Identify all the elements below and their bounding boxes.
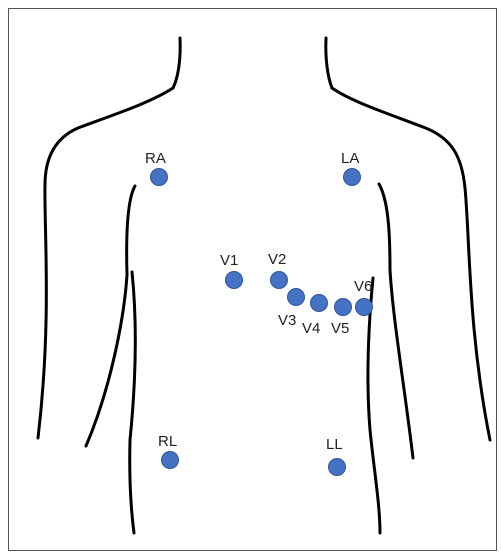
electrode-v4 [311,295,328,312]
electrode-v2 [271,272,288,289]
label-ra: RA [145,150,166,167]
label-v6: V6 [354,278,372,295]
label-ll: LL [326,436,343,453]
label-v4: V4 [302,320,320,337]
label-v2: V2 [268,251,286,268]
neck-left-line [173,38,180,88]
left-inner-arm [86,186,135,446]
label-rl: RL [158,433,177,450]
label-v3: V3 [278,312,296,329]
label-v5: V5 [331,320,349,337]
label-v1: V1 [220,252,238,269]
electrode-ll [329,459,346,476]
electrode-v6 [356,299,373,316]
torso-outline [38,38,490,533]
torso-right-side [368,278,380,533]
electrode-ra [151,169,168,186]
electrode-v5 [335,299,352,316]
neck-right-line [326,38,332,88]
right-shoulder-arm-outer [332,88,490,440]
electrode-la [344,169,361,186]
torso-left-side [130,272,136,533]
electrode-v1 [226,272,243,289]
electrode-v3 [288,289,305,306]
right-inner-arm [379,184,413,458]
label-la: LA [341,150,359,167]
electrode-rl [162,452,179,469]
